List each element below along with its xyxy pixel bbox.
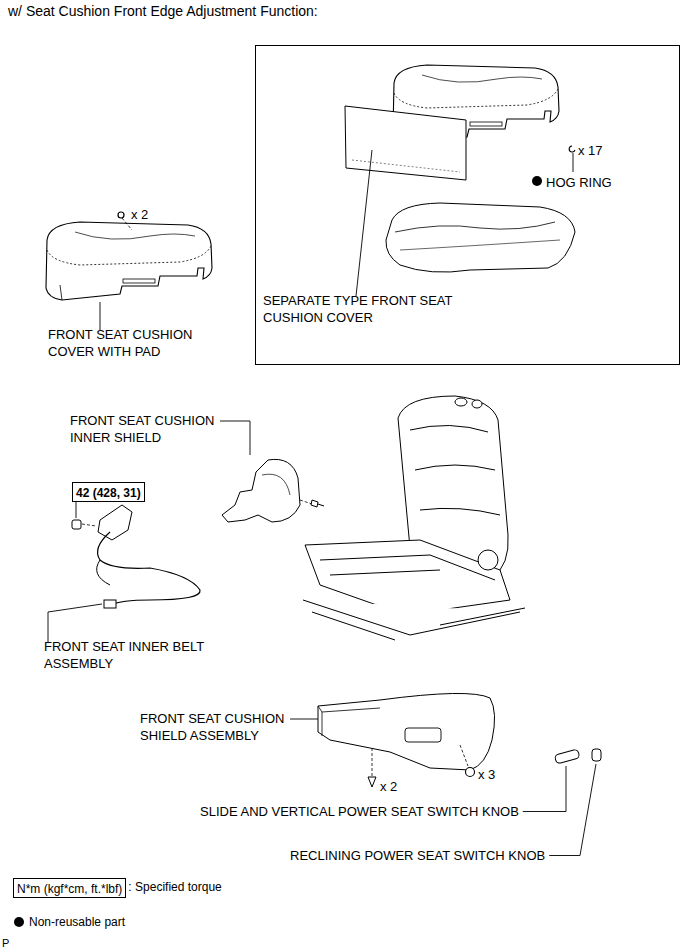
seat-assembly xyxy=(303,396,525,640)
part-label: SLIDE AND VERTICAL POWER SEAT SWITCH KNO… xyxy=(200,803,519,820)
part-label: RECLINING POWER SEAT SWITCH KNOB xyxy=(290,847,545,864)
quantity: x 2 xyxy=(380,778,397,795)
part-label: SEPARATE TYPE FRONT SEAT CUSHION COVER xyxy=(263,292,463,326)
nut xyxy=(72,520,81,529)
screw xyxy=(368,777,376,787)
separate-cover-sheet xyxy=(345,106,466,180)
hog-ring-symbol xyxy=(569,146,575,152)
torque-legend-box: N*m (kgf*cm, ft.*lbf) xyxy=(13,878,126,898)
part-label: x 17 xyxy=(578,142,603,159)
part-label: FRONT SEAT CUSHION INNER SHIELD xyxy=(70,412,230,446)
box-text: N*m (kgf*cm, ft.*lbf) xyxy=(17,882,122,896)
part-label: HOG RING xyxy=(546,174,612,191)
quantity: x 2 xyxy=(131,206,148,223)
page-code: P xyxy=(2,935,9,952)
bolt xyxy=(311,500,324,507)
leader-line xyxy=(48,604,102,642)
slide-knob xyxy=(554,749,580,764)
legend-text: : Specified torque xyxy=(128,879,221,896)
clip-symbol xyxy=(118,212,124,218)
box-text: 42 (428, 31) xyxy=(76,486,141,500)
leader-line xyxy=(220,421,250,422)
non-reusable-dot xyxy=(532,176,542,186)
legend-dot xyxy=(14,917,24,927)
leader-line xyxy=(356,150,372,296)
leader-line xyxy=(290,719,318,720)
screw xyxy=(466,768,475,777)
cushion-pad xyxy=(386,203,575,272)
part-label: FRONT SEAT CUSHION SHIELD ASSEMBLY xyxy=(140,710,295,744)
part-label: FRONT SEAT CUSHION COVER WITH PAD xyxy=(48,326,208,360)
wire-harness xyxy=(98,532,201,605)
buckle xyxy=(98,505,132,540)
cushion-cover-pad xyxy=(46,222,212,300)
legend-text: Non-reusable part xyxy=(29,914,125,931)
connector xyxy=(104,600,116,608)
leader-line xyxy=(549,764,596,856)
leader-line xyxy=(250,421,251,455)
reclining-knob xyxy=(592,749,601,761)
leader-line xyxy=(523,766,566,812)
inset-panel: SEPARATE TYPE FRONT SEAT CUSHION COVER x … xyxy=(255,45,680,365)
leader-line xyxy=(573,153,574,172)
diagram-title: w/ Seat Cushion Front Edge Adjustment Fu… xyxy=(8,3,318,20)
leader-line xyxy=(100,302,101,330)
cushion-shield xyxy=(318,693,495,770)
leader-line xyxy=(122,218,132,230)
inner-shield xyxy=(222,459,300,522)
quantity: x 3 xyxy=(478,766,495,783)
part-label: FRONT SEAT INNER BELT ASSEMBLY xyxy=(44,638,224,672)
torque-box: 42 (428, 31) xyxy=(72,482,145,502)
